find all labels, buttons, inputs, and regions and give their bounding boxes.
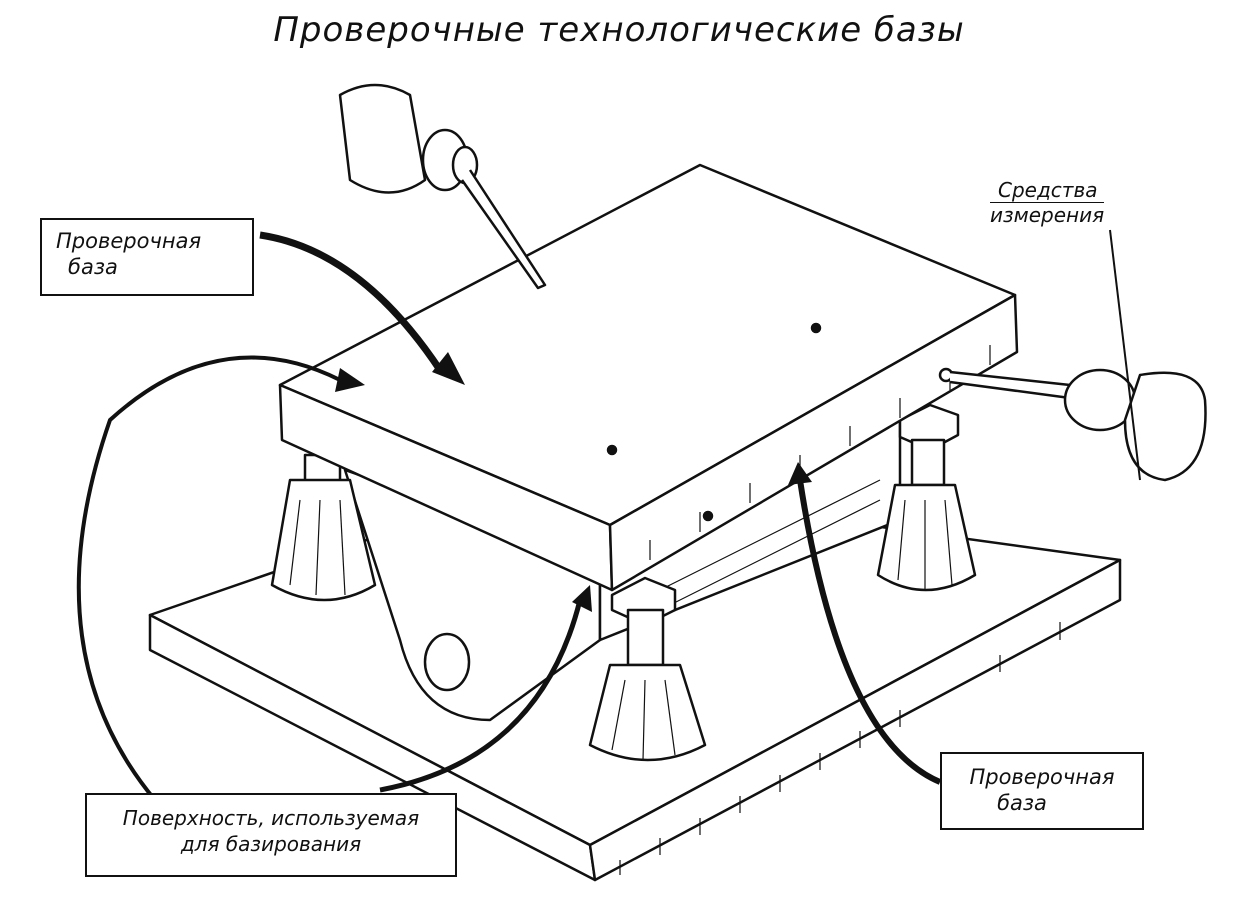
check-base-right-line2: база — [997, 791, 1047, 815]
check-base-right-line1: Проверочная — [969, 765, 1115, 789]
measuring-tools-label: Средства измерения — [990, 178, 1105, 227]
check-base-label-right: Проверочная база — [940, 752, 1144, 830]
locating-surface-label: Поверхность, используемая для базировани… — [85, 793, 457, 877]
locating-surface-line1: Поверхность, используемая — [122, 806, 420, 830]
dial-indicator-top — [338, 83, 547, 290]
check-base-left-line2: база — [68, 255, 118, 279]
diagram-title: Проверочные технологические базы — [273, 10, 965, 50]
measuring-tools-line1: Средства — [990, 178, 1105, 203]
pointer-arrows — [76, 229, 1141, 802]
dial-indicator-right — [938, 367, 1207, 482]
check-plate — [278, 163, 1019, 592]
check-base-label-left: Проверочная база — [40, 218, 254, 296]
measuring-tools-line2: измерения — [990, 203, 1105, 227]
locating-surface-line2: для базирования — [180, 832, 362, 856]
support-foot-front — [588, 576, 707, 762]
bracket-lug — [343, 418, 902, 722]
check-base-left-line1: Проверочная — [56, 229, 202, 253]
support-foot-right — [876, 403, 977, 592]
